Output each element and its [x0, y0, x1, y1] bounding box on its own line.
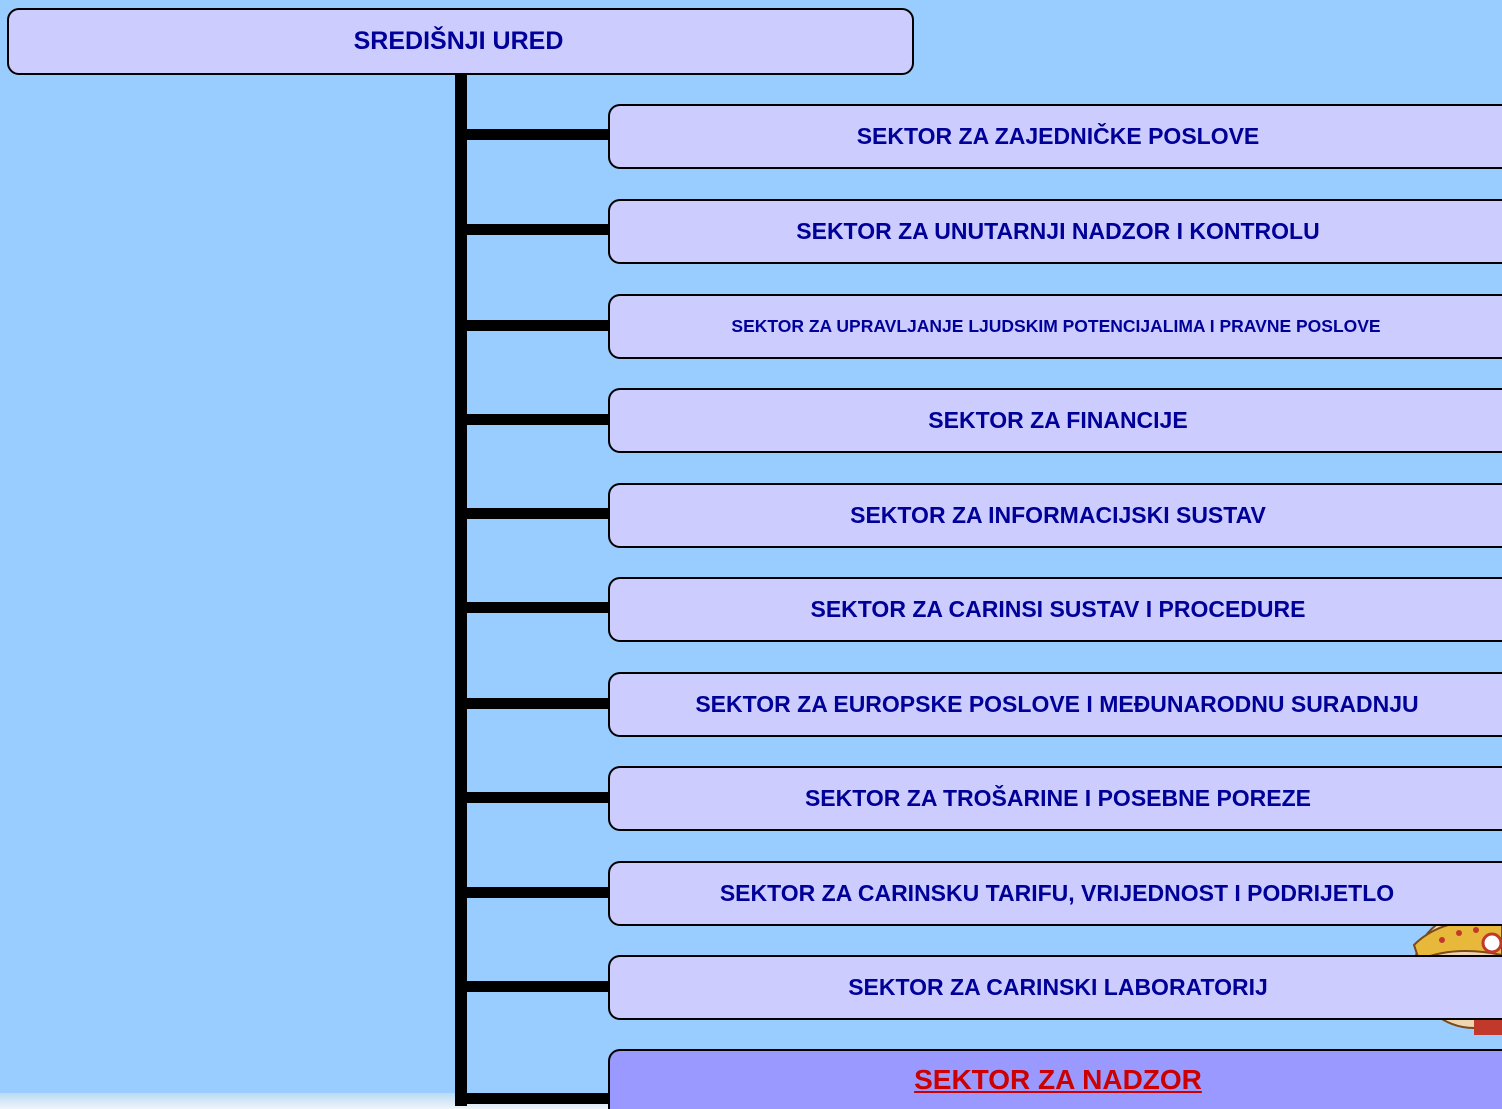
connector-branch-9 [455, 887, 610, 898]
connector-branch-6 [455, 602, 610, 613]
sector-node-carinska-tarifa[interactable]: SEKTOR ZA CARINSKU TARIFU, VRIJEDNOST I … [608, 861, 1502, 926]
sector-node-informacijski-sustav[interactable]: SEKTOR ZA INFORMACIJSKI SUSTAV [608, 483, 1502, 548]
sector-node-zajednicki-poslovi[interactable]: SEKTOR ZA ZAJEDNIČKE POSLOVE [608, 104, 1502, 169]
sector-node-financije[interactable]: SEKTOR ZA FINANCIJE [608, 388, 1502, 453]
sector-node-trosarine[interactable]: SEKTOR ZA TROŠARINE I POSEBNE POREZE [608, 766, 1502, 831]
connector-branch-5 [455, 508, 610, 519]
connector-branch-4 [455, 414, 610, 425]
connector-trunk [455, 75, 467, 1106]
connector-branch-2 [455, 224, 610, 235]
sector-label: SEKTOR ZA CARINSI SUSTAV I PROCEDURE [810, 596, 1306, 622]
connector-branch-10 [455, 981, 610, 992]
sector-label: SEKTOR ZA ZAJEDNIČKE POSLOVE [856, 123, 1260, 149]
connector-branch-7 [455, 698, 610, 709]
sector-label: SEKTOR ZA CARINSKI LABORATORIJ [848, 974, 1268, 1000]
sector-node-unutarnji-nadzor[interactable]: SEKTOR ZA UNUTARNJI NADZOR I KONTROLU [608, 199, 1502, 264]
sector-label-link[interactable]: SEKTOR ZA NADZOR [914, 1064, 1202, 1095]
connector-branch-3 [455, 320, 610, 331]
sector-label: SEKTOR ZA FINANCIJE [928, 407, 1188, 433]
sector-label: SEKTOR ZA UNUTARNJI NADZOR I KONTROLU [796, 218, 1320, 244]
sector-label: SEKTOR ZA UPRAVLJANJE LJUDSKIM POTENCIJA… [731, 316, 1381, 336]
connector-branch-11 [455, 1093, 610, 1104]
sector-node-nadzor[interactable]: SEKTOR ZA NADZOR [608, 1049, 1502, 1109]
sector-node-carinski-sustav[interactable]: SEKTOR ZA CARINSI SUSTAV I PROCEDURE [608, 577, 1502, 642]
sector-label: SEKTOR ZA CARINSKU TARIFU, VRIJEDNOST I … [719, 880, 1395, 906]
connector-branch-1 [455, 129, 610, 140]
connector-branch-8 [455, 792, 610, 803]
sector-label: SEKTOR ZA EUROPSKE POSLOVE I MEĐUNARODNU… [695, 691, 1419, 717]
sector-node-ljudski-potencijali[interactable]: SEKTOR ZA UPRAVLJANJE LJUDSKIM POTENCIJA… [608, 294, 1502, 359]
root-node-sredisnji-ured[interactable]: SREDIŠNJI URED [7, 8, 914, 75]
root-node-label: SREDIŠNJI URED [353, 27, 564, 55]
sector-label: SEKTOR ZA INFORMACIJSKI SUSTAV [850, 502, 1266, 528]
sector-node-europski-poslovi[interactable]: SEKTOR ZA EUROPSKE POSLOVE I MEĐUNARODNU… [608, 672, 1502, 737]
sector-node-carinski-laboratorij[interactable]: SEKTOR ZA CARINSKI LABORATORIJ [608, 955, 1502, 1020]
sector-label: SEKTOR ZA TROŠARINE I POSEBNE POREZE [804, 785, 1312, 811]
